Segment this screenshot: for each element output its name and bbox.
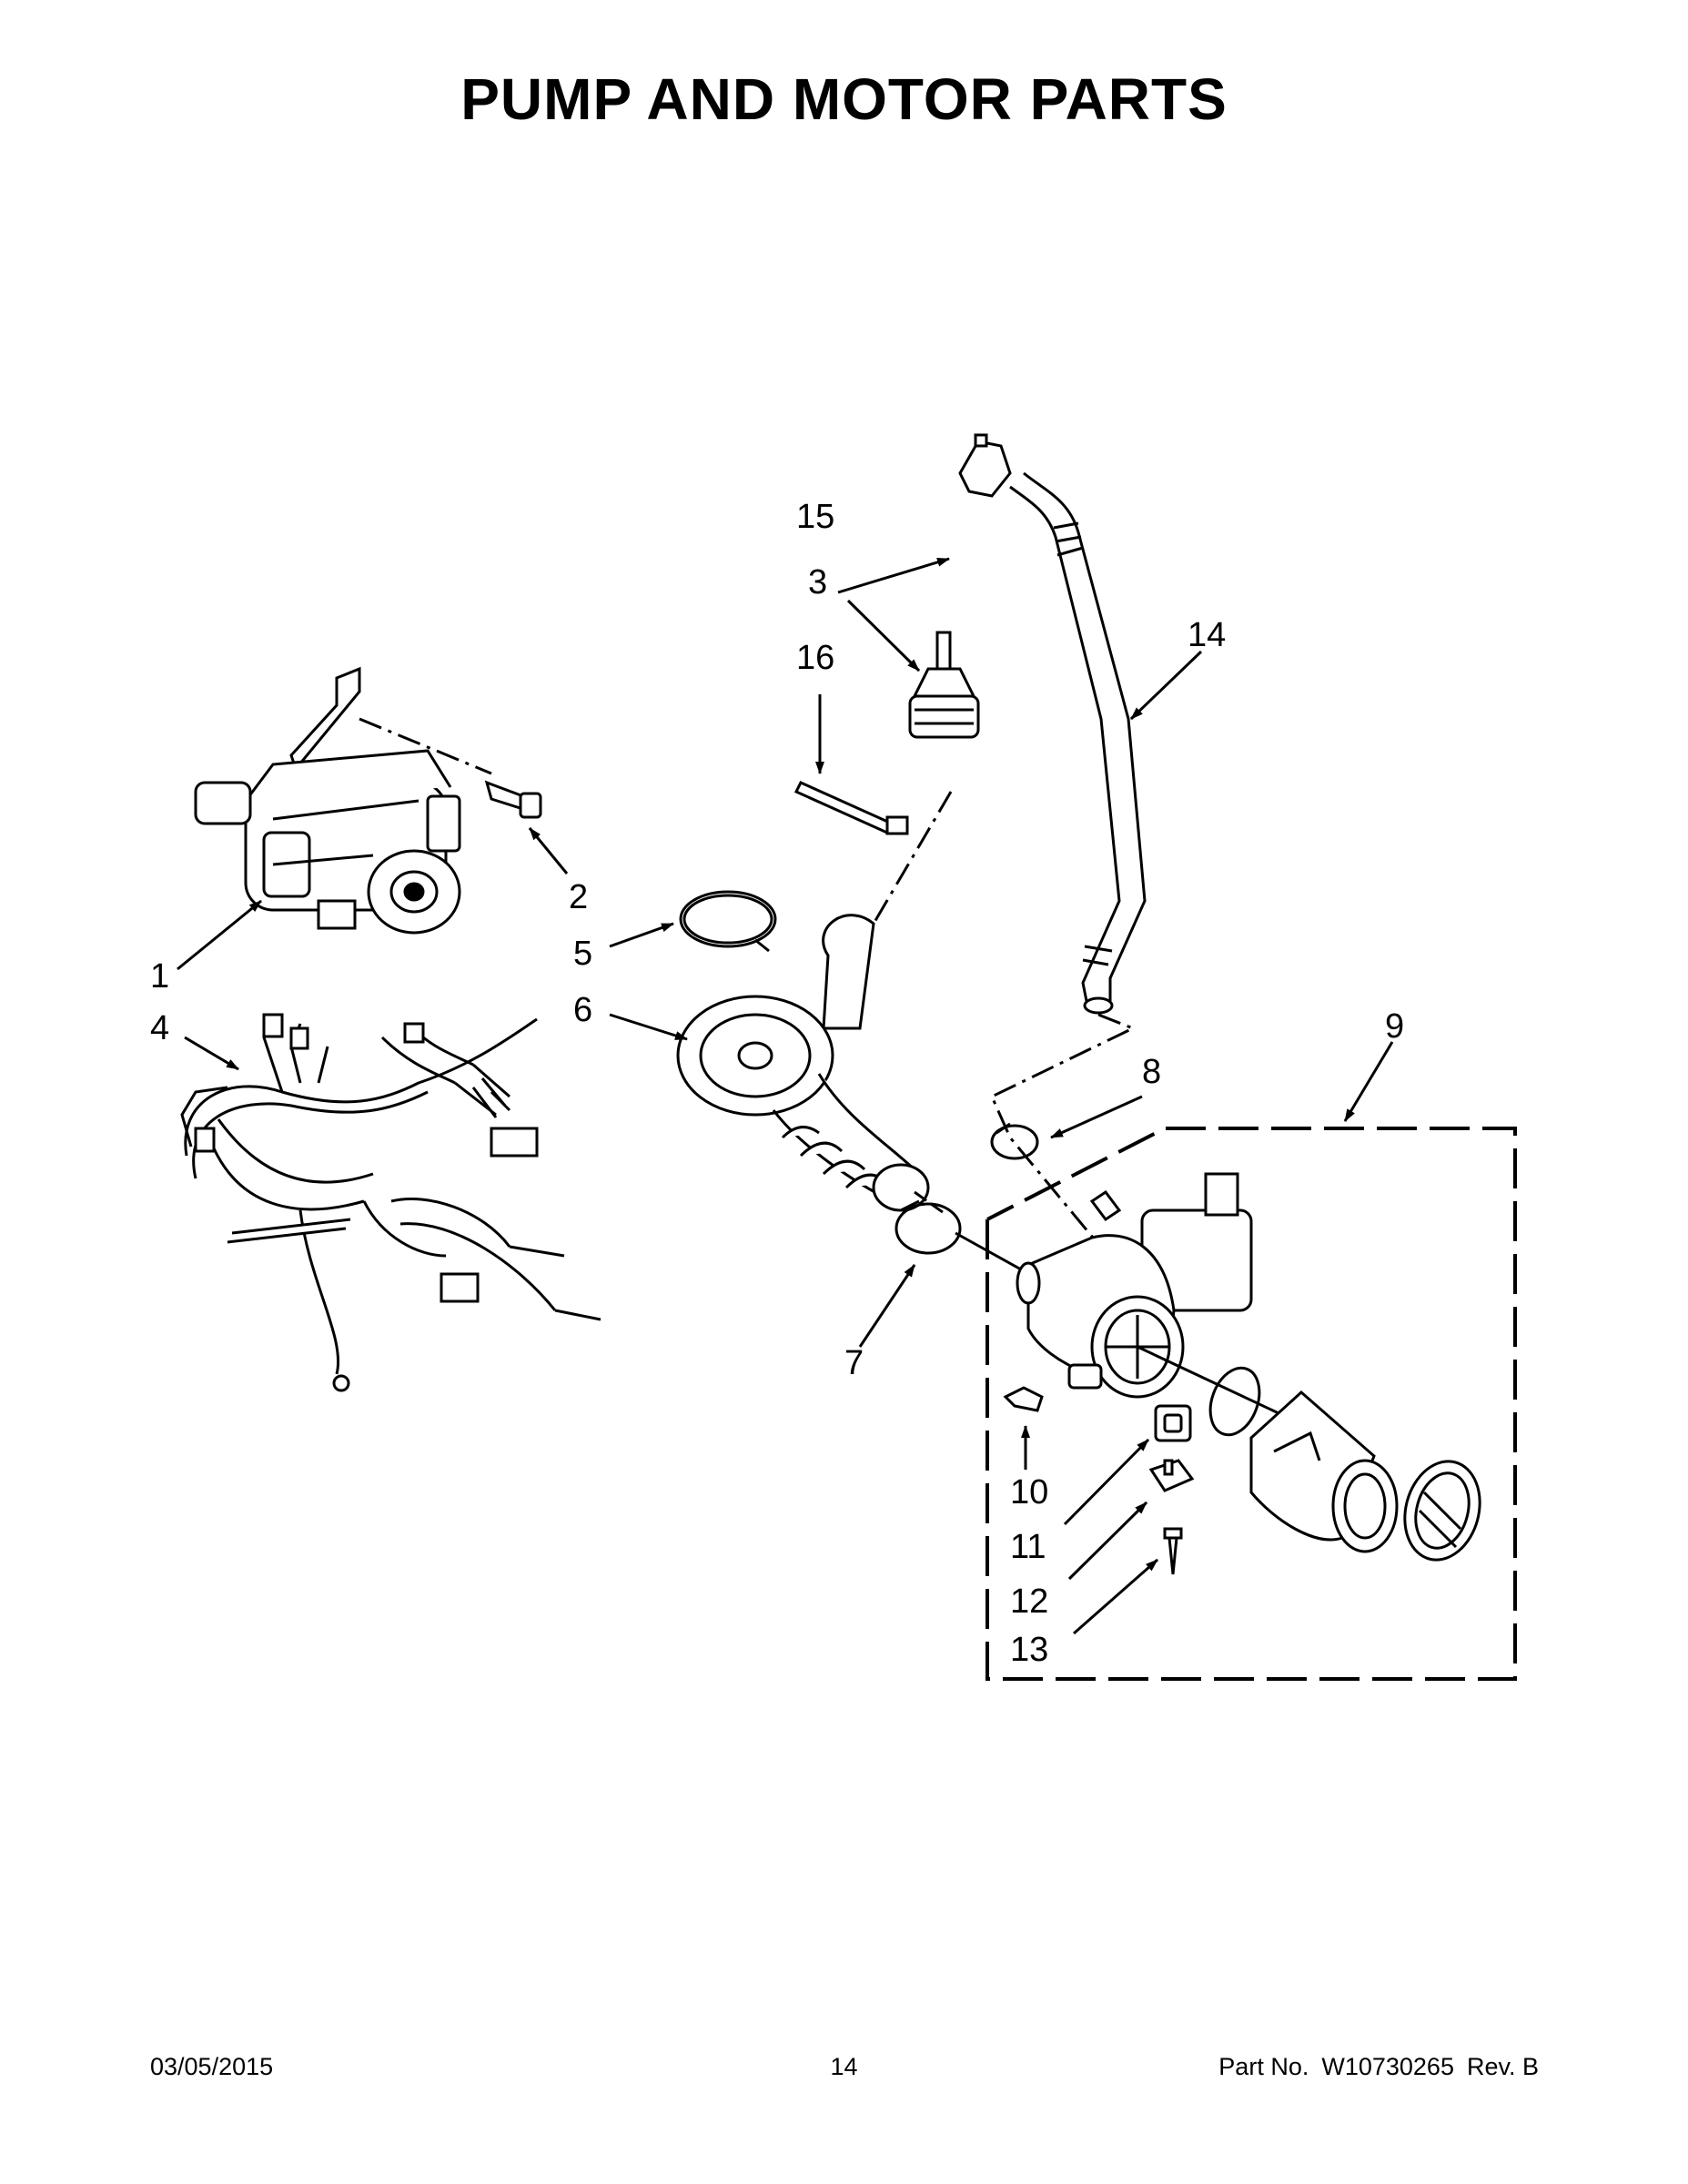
callout-13: 13 — [1010, 1631, 1048, 1669]
clamp-hose-part — [895, 1199, 962, 1255]
filter-housing-part — [1249, 1390, 1399, 1553]
callout-7: 7 — [844, 1344, 864, 1382]
air-dome-part — [908, 631, 980, 739]
callout-6: 6 — [573, 991, 592, 1029]
revision-label: Rev. B — [1466, 2053, 1539, 2080]
callout-1: 1 — [150, 957, 169, 996]
o-ring-part — [1208, 1366, 1261, 1437]
motor-part — [194, 666, 461, 935]
callout-5: 5 — [573, 935, 592, 973]
callout-3: 3 — [808, 563, 827, 602]
drain-pump-part — [1016, 1172, 1253, 1399]
footer-part-number: Part No. W10730265 Rev. B — [1218, 2053, 1539, 2081]
callout-11: 11 — [1010, 1528, 1046, 1566]
callout-9: 9 — [1385, 1007, 1404, 1046]
footer-page-number: 14 — [830, 2053, 858, 2080]
pump-bracket-part — [1154, 1404, 1192, 1442]
pump-screw-part — [1163, 1527, 1183, 1575]
filter-cap-part — [1403, 1460, 1481, 1562]
callout-15: 15 — [796, 498, 834, 536]
pump-clip-part — [1003, 1386, 1044, 1412]
callout-10: 10 — [1010, 1473, 1048, 1512]
assembly-line-8 — [990, 1013, 1137, 1270]
motor-bolt-part — [359, 717, 542, 819]
hose-clip-part — [958, 433, 1012, 498]
footer-date: 03/05/2015 — [150, 2053, 274, 2080]
wire-harness-part — [180, 1013, 601, 1392]
drain-hose-part — [1009, 471, 1147, 1015]
hose-part — [676, 914, 947, 1217]
clamp-small-part — [990, 1122, 1039, 1160]
callout-numbers: 1 2 3 4 5 6 7 8 9 10 11 12 13 14 15 16 — [150, 498, 1404, 1669]
pump-plate-part — [1148, 1459, 1195, 1492]
callout-4: 4 — [150, 1009, 169, 1047]
part-number-label: Part No. — [1218, 2053, 1309, 2080]
pump-assembly-box — [986, 1127, 1517, 1681]
assembly-line-9 — [1137, 1345, 1293, 1421]
cable-tie-part — [793, 781, 909, 835]
clamp-part — [679, 890, 777, 953]
callout-16: 16 — [796, 639, 834, 677]
leader-arrows — [177, 557, 1394, 1635]
callout-14: 14 — [1188, 616, 1226, 654]
page-title: PUMP AND MOTOR PARTS — [460, 66, 1228, 132]
callout-8: 8 — [1142, 1053, 1161, 1091]
callout-12: 12 — [1010, 1582, 1048, 1621]
part-number-value: W10730265 — [1321, 2053, 1454, 2080]
assembly-line-3 — [872, 791, 953, 925]
callout-2: 2 — [569, 878, 588, 916]
